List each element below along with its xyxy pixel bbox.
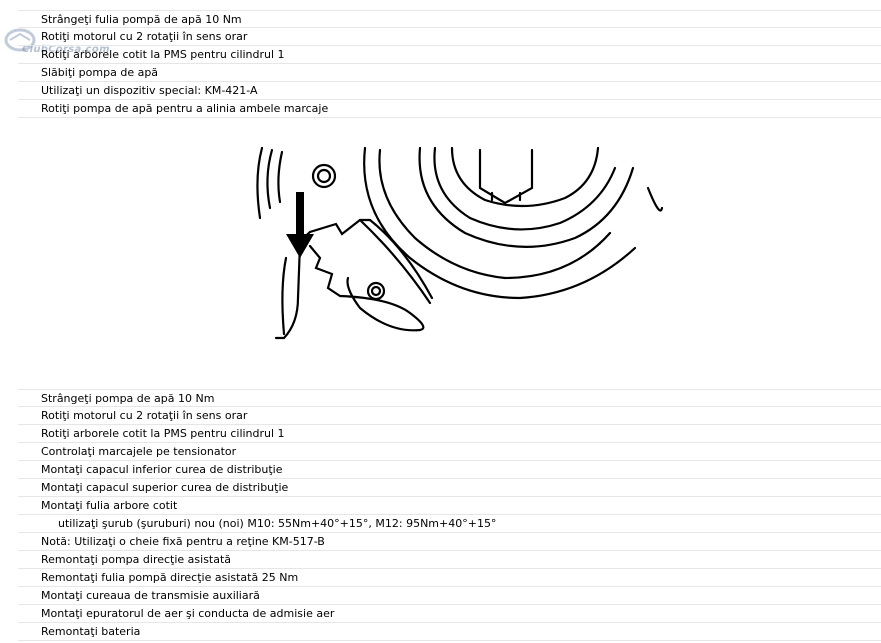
list-item: Controlaţi marcajele pe tensionator [18, 443, 881, 461]
list-item: Strângeţi fulia pompă de apă 10 Nm [18, 10, 881, 28]
list-item: Montaţi capacul superior curea de distri… [18, 479, 881, 497]
list-item: Rotiţi motorul cu 2 rotaţii în sens orar [18, 407, 881, 425]
list-item: Montaţi fulia arbore cotit [18, 497, 881, 515]
list-item: Montaţi capacul inferior curea de distri… [18, 461, 881, 479]
list-item: Montaţi epuratorul de aer şi conducta de… [18, 605, 881, 623]
steps-bottom-list: Strângeţi pompa de apă 10 Nm Rotiţi moto… [18, 389, 881, 641]
list-item: Rotiţi motorul cu 2 rotaţii în sens orar [18, 28, 881, 46]
list-item: Remontaţi fulia pompă direcţie asistată … [18, 569, 881, 587]
list-item: Slăbiţi pompa de apă [18, 64, 881, 82]
water-pump-alignment-diagram [240, 138, 680, 348]
list-item: Utilizaţi un dispozitiv special: KM-421-… [18, 82, 881, 100]
list-item: Remontaţi bateria [18, 623, 881, 641]
steps-top-list: Strângeţi fulia pompă de apă 10 Nm Rotiţ… [18, 10, 881, 118]
list-item: Rotiţi arborele cotit la PMS pentru cili… [18, 425, 881, 443]
list-item: Rotiţi pompa de apă pentru a alinia ambe… [18, 100, 881, 118]
list-item: Notă: Utilizaţi o cheie fixă pentru a re… [18, 533, 881, 551]
list-item: Remontaţi pompa direcţie asistată [18, 551, 881, 569]
list-item: Rotiţi arborele cotit la PMS pentru cili… [18, 46, 881, 64]
diagram-illustration [256, 146, 664, 340]
arrow-down-icon [286, 192, 314, 258]
list-item: Strângeţi pompa de apă 10 Nm [18, 389, 881, 407]
list-item-subnote: utilizaţi şurub (şuruburi) nou (noi) M10… [18, 515, 881, 533]
list-item: Montaţi cureaua de transmisie auxiliară [18, 587, 881, 605]
